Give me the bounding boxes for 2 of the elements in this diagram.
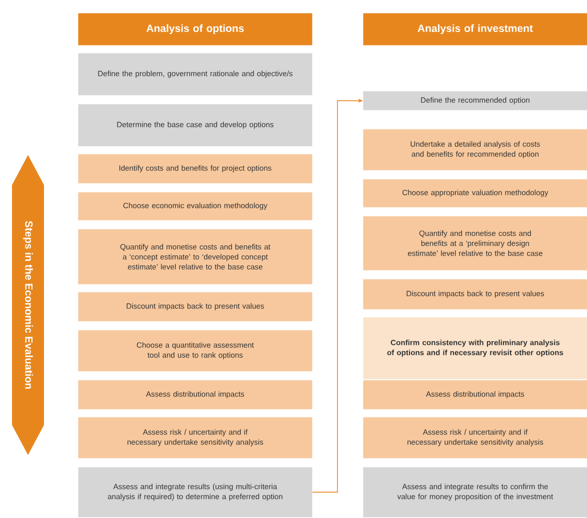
title-bar: Analysis of investment	[363, 13, 587, 46]
title-bar: Analysis of options	[78, 13, 312, 46]
